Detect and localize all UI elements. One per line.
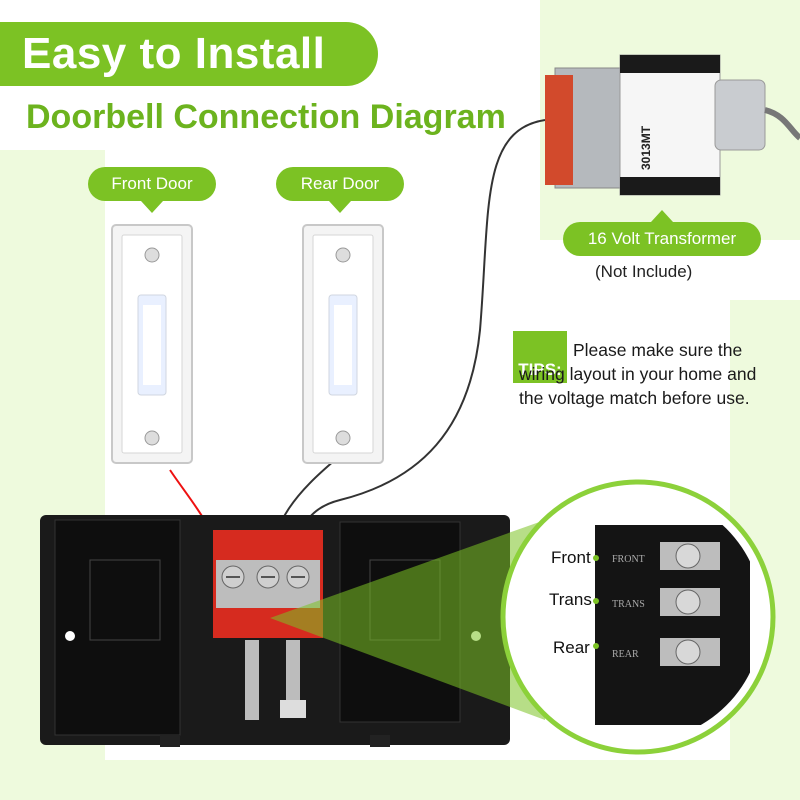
transformer-device: 3013MT [545,54,800,196]
svg-text:3013MT: 3013MT [639,125,653,170]
svg-text:REAR: REAR [612,649,639,660]
svg-text:FRONT: FRONT [612,554,645,565]
rear-door-button-device [302,224,384,464]
front-door-button-device [111,224,193,464]
transformer-label-text: 16 Volt Transformer [587,229,737,248]
transformer-label: 16 Volt Transformer [563,222,761,256]
front-door-label-text: Front Door [111,174,193,193]
chime-body [40,515,510,747]
tips-message: Please make sure the wiring layout in yo… [519,340,757,408]
svg-text:TRANS: TRANS [612,599,645,610]
front-door-label: Front Door [88,167,216,201]
rear-door-label-text: Rear Door [300,174,380,193]
tips-badge [513,331,567,383]
page-title: Easy to Install [22,29,326,78]
title-banner: Easy to Install [0,22,378,86]
rear-door-label: Rear Door [276,167,404,201]
terminal-front-label: Front [551,548,591,567]
tips-label: TIPS: [518,360,562,379]
transformer-note: (Not Include) [595,262,693,281]
zoom-cone [270,520,545,720]
terminal-trans-label: Trans [549,590,592,609]
tips-text: Please make sure the wiring layout in yo… [519,338,759,410]
bg-bottom [0,760,800,800]
page-subtitle: Doorbell Connection Diagram [26,98,506,136]
magnifier: FRONT TRANS REAR [500,479,776,755]
terminal-rear-label: Rear [553,638,590,657]
